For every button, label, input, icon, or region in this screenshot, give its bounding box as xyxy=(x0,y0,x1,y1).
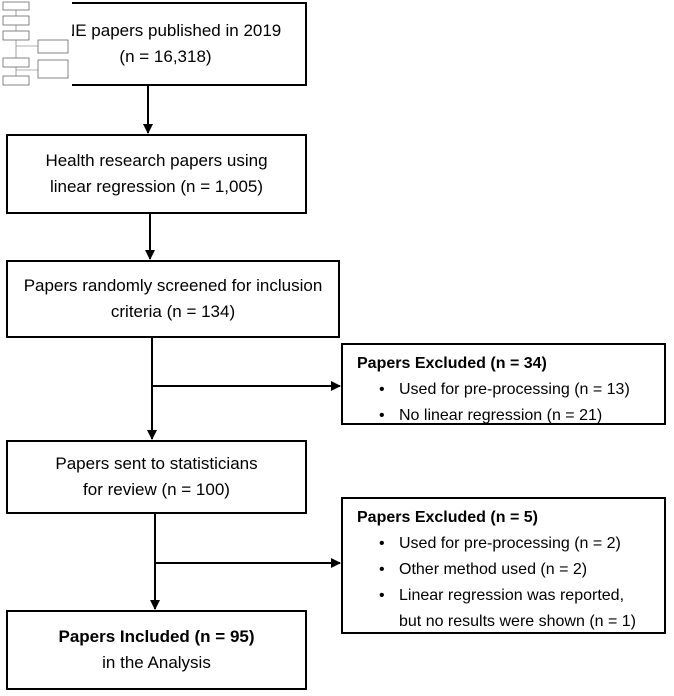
exclusion-item: Linear regression was reported, xyxy=(357,583,654,609)
exclusion-item: Other method used (n = 2) xyxy=(357,557,654,583)
exclusion-box-2: Papers Excluded (n = 5) Used for pre-pro… xyxy=(341,497,666,634)
flow-box-linear-regression-line2: linear regression (n = 1,005) xyxy=(49,177,264,196)
flow-box-statisticians: Papers sent to statisticians for review … xyxy=(6,440,307,514)
exclusion-item-continuation: but no results were shown (n = 1) xyxy=(399,613,637,630)
exclusion-item: Used for pre-processing (n = 13) xyxy=(357,377,654,403)
exclusion-box-2-list: Used for pre-processing (n = 2) Other me… xyxy=(357,531,654,635)
flow-box-published-line2: (n = 16,318) xyxy=(119,47,212,66)
flow-box-statisticians-line1: Papers sent to statisticians xyxy=(55,454,258,473)
exclusion-box-1: Papers Excluded (n = 34) Used for pre-pr… xyxy=(341,343,666,429)
exclusion-item: No linear regression (n = 21) xyxy=(357,403,654,429)
flow-box-included-line2: in the Analysis xyxy=(102,653,211,672)
flow-box-published-line1: ONE papers published in 2019 xyxy=(49,21,282,40)
flow-box-linear-regression: Health research papers using linear regr… xyxy=(6,134,307,214)
flow-box-screened-line1: Papers randomly screened for inclusion xyxy=(23,276,323,295)
exclusion-box-1-heading: Papers Excluded (n = 34) xyxy=(357,355,547,372)
exclusion-box-1-list: Used for pre-processing (n = 13) No line… xyxy=(357,377,654,429)
flow-box-statisticians-line2: for review (n = 100) xyxy=(83,480,230,499)
flow-box-screened: Papers randomly screened for inclusion c… xyxy=(6,260,340,338)
exclusion-box-2-heading: Papers Excluded (n = 5) xyxy=(357,509,538,526)
flow-box-included: Papers Included (n = 95) in the Analysis xyxy=(6,610,307,690)
flow-box-linear-regression-line1: Health research papers using xyxy=(45,151,268,170)
flowchart-thumbnail xyxy=(0,0,72,96)
flow-box-included-line1: Papers Included (n = 95) xyxy=(58,627,255,646)
exclusion-item: Used for pre-processing (n = 2) xyxy=(357,531,654,557)
flow-box-screened-line2: criteria (n = 134) xyxy=(110,302,236,321)
